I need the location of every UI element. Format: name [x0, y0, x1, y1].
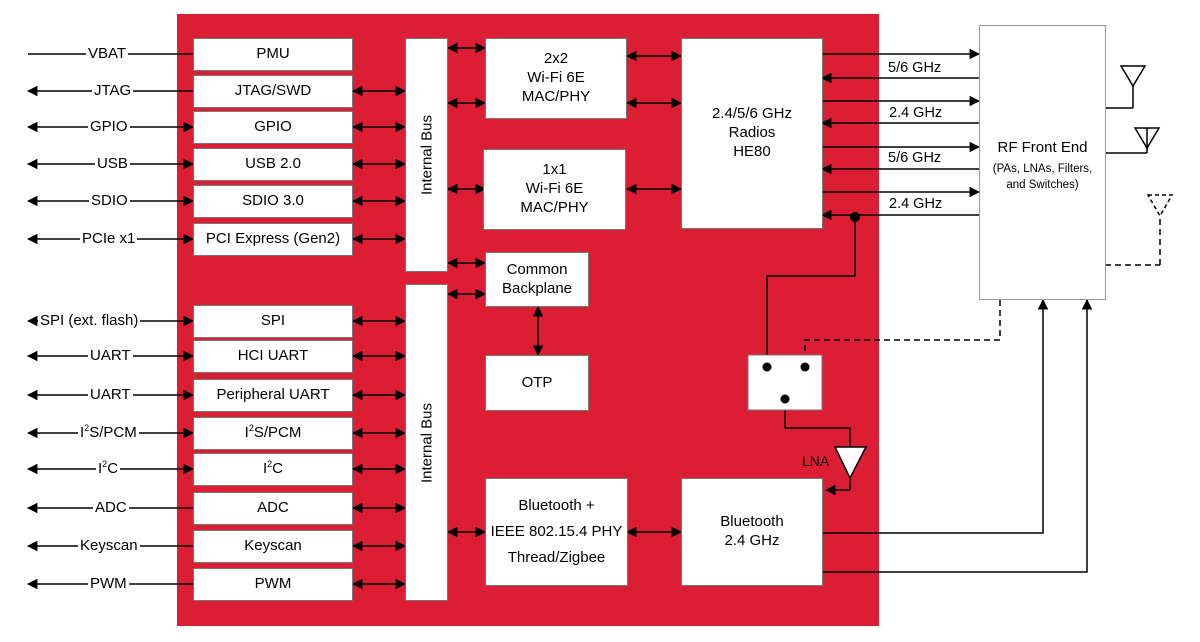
- pmu-block: PMU: [193, 38, 353, 71]
- lna-label: LNA: [802, 453, 830, 469]
- spi-ext-label: SPI (ext. flash): [40, 312, 139, 329]
- keyscan-label: Keyscan: [80, 537, 138, 554]
- i2s-pcm-block: I2S/PCM: [193, 417, 353, 450]
- pwm-label: PWM: [90, 575, 127, 592]
- gpio-label: GPIO: [90, 118, 128, 135]
- keyscan-block: Keyscan: [193, 530, 353, 563]
- antenna-icon: [1119, 65, 1161, 150]
- gpio-block: GPIO: [193, 111, 353, 144]
- spi-block: SPI: [193, 305, 353, 338]
- jtag-swd-block: JTAG/SWD: [193, 75, 353, 108]
- adc-label: ADC: [95, 499, 127, 516]
- antenna-dashed-icon: [1146, 194, 1174, 218]
- rf-front-end-block: RF Front End (PAs, LNAs, Filters,and Swi…: [979, 25, 1106, 300]
- adc-block: ADC: [193, 492, 353, 525]
- uart-label: UART: [90, 347, 131, 364]
- vbat-label: VBAT: [88, 45, 127, 62]
- hci-uart-block: HCI UART: [193, 340, 353, 373]
- otp-block: OTP: [485, 355, 589, 411]
- pwm-block: PWM: [193, 568, 353, 601]
- internal-bus-top: Internal Bus: [405, 38, 448, 272]
- rf-link-label: 2.4 GHz: [889, 105, 943, 121]
- usb-label: USB: [97, 155, 128, 172]
- pcie-block: PCI Express (Gen2): [193, 223, 353, 256]
- rf-link-label: 5/6 GHz: [888, 150, 942, 166]
- pcie-label: PCIe x1: [82, 230, 136, 247]
- i2s-pcm-label: I2S/PCM: [78, 423, 139, 442]
- sdio-block: SDIO 3.0: [193, 185, 353, 218]
- i2c-label: I2C: [96, 459, 121, 478]
- peripheral-uart-block: Peripheral UART: [193, 379, 353, 412]
- i2c-block: I2C: [193, 453, 353, 486]
- rf-link-label: 5/6 GHz: [888, 60, 942, 76]
- sdio-label: SDIO: [91, 192, 128, 209]
- rf-link-label: 2.4 GHz: [889, 196, 943, 212]
- internal-bus-bottom: Internal Bus: [405, 284, 448, 601]
- lna-icon: [833, 446, 868, 480]
- uart-label: UART: [90, 386, 131, 403]
- jtag-label: JTAG: [94, 82, 132, 99]
- usb-block: USB 2.0: [193, 148, 353, 181]
